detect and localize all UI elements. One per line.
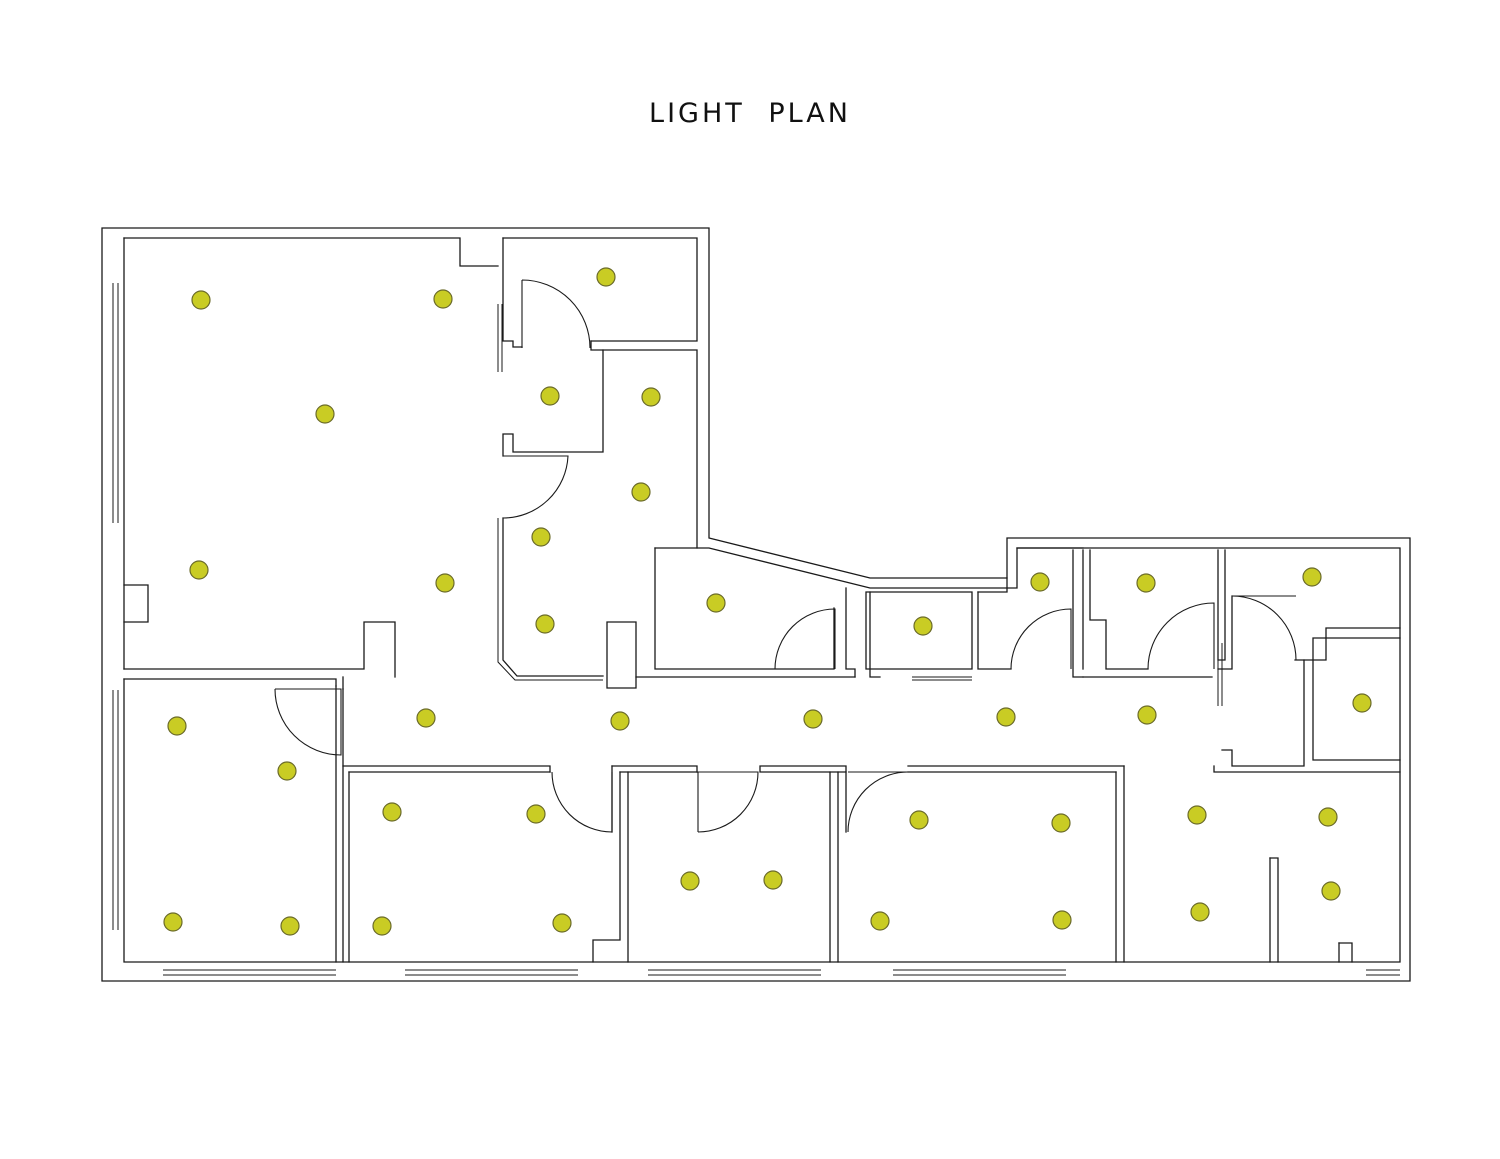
ceiling-light-icon [531, 527, 551, 547]
ceiling-light-icon [535, 614, 555, 634]
ceiling-light-icon [435, 573, 455, 593]
ceiling-light-icon [277, 761, 297, 781]
ceiling-light-icon [1302, 567, 1322, 587]
ceiling-light-icon [552, 913, 572, 933]
ceiling-light-icon [909, 810, 929, 830]
ceiling-light-icon [1030, 572, 1050, 592]
ceiling-light-icon [382, 802, 402, 822]
ceiling-light-icon [1137, 705, 1157, 725]
ceiling-light-icon [1190, 902, 1210, 922]
ceiling-light-icon [610, 711, 630, 731]
door-swings [274, 279, 1297, 833]
ceiling-light-icon [706, 593, 726, 613]
ceiling-light-icon [280, 916, 300, 936]
ceiling-light-icon [1051, 813, 1071, 833]
ceiling-light-icon [631, 482, 651, 502]
ceiling-light-icon [1318, 807, 1338, 827]
ceiling-light-icon [1321, 881, 1341, 901]
ceiling-light-icon [1136, 573, 1156, 593]
ceiling-light-icon [1352, 693, 1372, 713]
interior-walls [123, 237, 1401, 963]
ceiling-light-icon [416, 708, 436, 728]
ceiling-light-icon [540, 386, 560, 406]
ceiling-light-icon [315, 404, 335, 424]
ceiling-light-icon [163, 912, 183, 932]
ceiling-light-icon [596, 267, 616, 287]
ceiling-light-icon [1052, 910, 1072, 930]
ceiling-light-icon [680, 871, 700, 891]
ceiling-light-icon [1187, 805, 1207, 825]
ceiling-light-icon [913, 616, 933, 636]
ceiling-light-icon [372, 916, 392, 936]
ceiling-light-icon [433, 289, 453, 309]
ceiling-light-icon [803, 709, 823, 729]
light-fixtures [163, 267, 1372, 936]
exterior-walls [101, 227, 1411, 982]
ceiling-light-icon [641, 387, 661, 407]
ceiling-light-icon [870, 911, 890, 931]
ceiling-light-icon [996, 707, 1016, 727]
ceiling-light-icon [167, 716, 187, 736]
plan-title: LIGHT PLAN [649, 98, 851, 129]
ceiling-light-icon [189, 560, 209, 580]
ceiling-light-icon [526, 804, 546, 824]
ceiling-light-icon [763, 870, 783, 890]
ceiling-light-icon [191, 290, 211, 310]
